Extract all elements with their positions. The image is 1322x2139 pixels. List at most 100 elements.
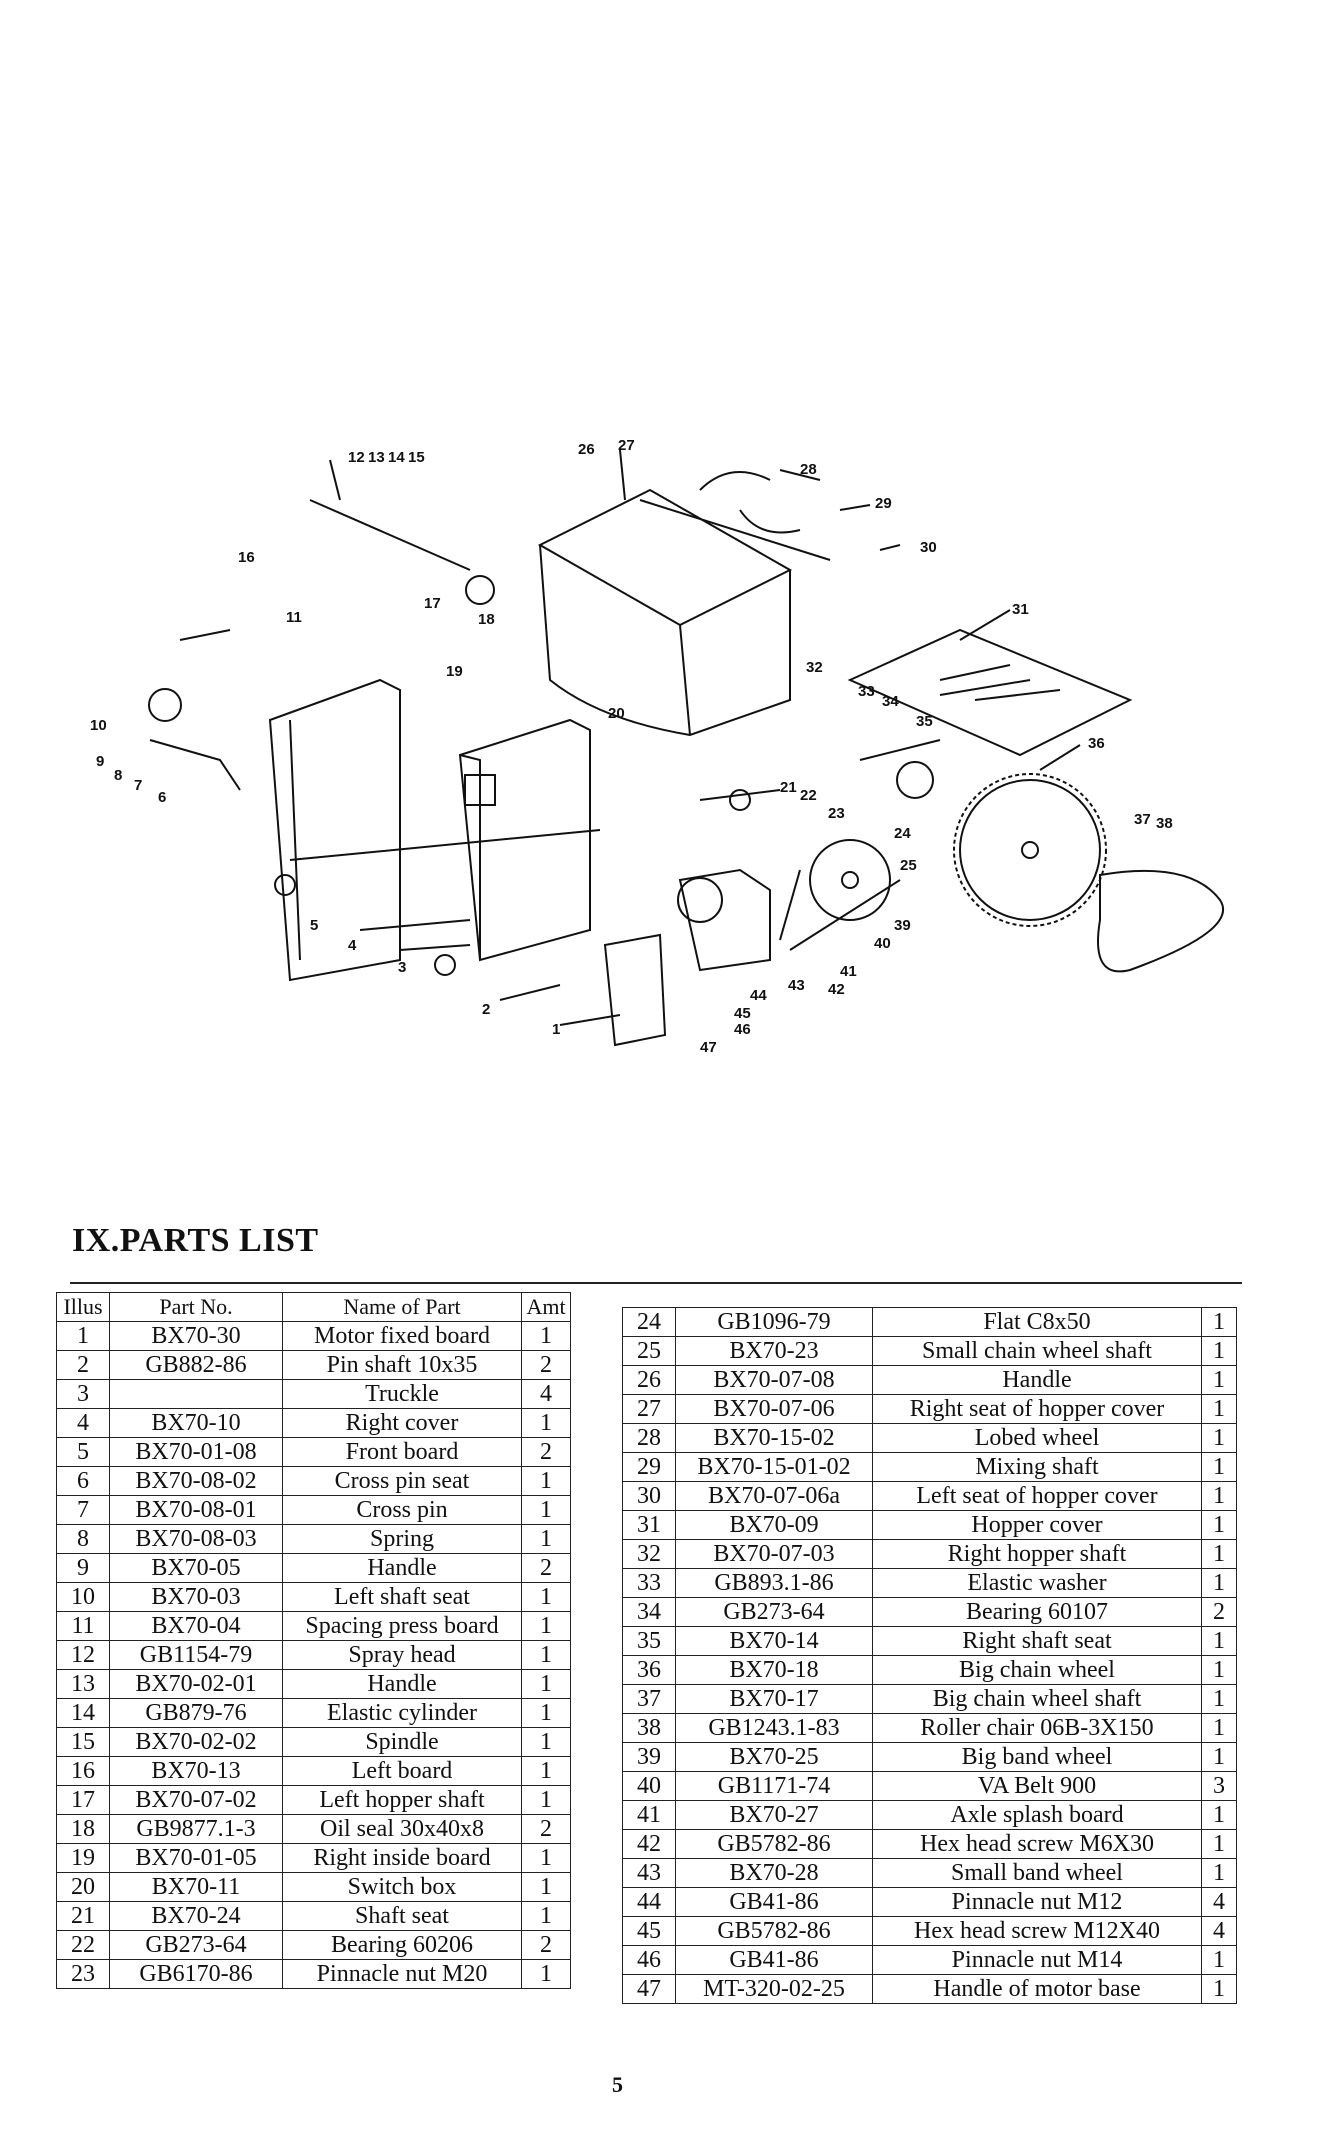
cell-amt: 1 <box>1201 1423 1237 1453</box>
cell-illus: 22 <box>56 1930 110 1960</box>
cell-illus: 16 <box>56 1756 110 1786</box>
cell-part-no: GB893.1-86 <box>675 1568 873 1598</box>
callout-38: 38 <box>1156 815 1173 832</box>
callout-34: 34 <box>882 693 899 710</box>
callout-36: 36 <box>1088 735 1105 752</box>
cell-amt: 1 <box>1201 1945 1237 1975</box>
cell-name: Elastic cylinder <box>282 1698 522 1728</box>
cell-illus: 33 <box>622 1568 676 1598</box>
cell-illus: 34 <box>622 1597 676 1627</box>
cell-part-no <box>109 1379 283 1409</box>
callout-31: 31 <box>1012 601 1029 618</box>
callout-15: 15 <box>408 449 425 466</box>
cell-part-no: BX70-08-02 <box>109 1466 283 1496</box>
callout-44: 44 <box>750 987 767 1004</box>
cell-illus: 12 <box>56 1640 110 1670</box>
cell-amt: 4 <box>521 1379 571 1409</box>
cell-part-no: GB1096-79 <box>675 1307 873 1337</box>
header-part-no: Part No. <box>109 1292 283 1322</box>
cell-amt: 2 <box>521 1814 571 1844</box>
cell-name: Handle <box>282 1669 522 1699</box>
cell-amt: 1 <box>521 1872 571 1902</box>
cell-name: Mixing shaft <box>872 1452 1202 1482</box>
callout-43: 43 <box>788 977 805 994</box>
cell-name: Big chain wheel shaft <box>872 1684 1202 1714</box>
cell-name: Right inside board <box>282 1843 522 1873</box>
cell-part-no: BX70-11 <box>109 1872 283 1902</box>
cell-name: Shaft seat <box>282 1901 522 1931</box>
callout-10: 10 <box>90 717 107 734</box>
cell-illus: 28 <box>622 1423 676 1453</box>
callout-30: 30 <box>920 539 937 556</box>
cell-name: Left seat of hopper cover <box>872 1481 1202 1511</box>
cell-name: Handle of motor base <box>872 1974 1202 2004</box>
cell-name: Flat C8x50 <box>872 1307 1202 1337</box>
callout-42: 42 <box>828 981 845 998</box>
callout-45: 45 <box>734 1005 751 1022</box>
cell-illus: 36 <box>622 1655 676 1685</box>
cell-part-no: GB1243.1-83 <box>675 1713 873 1743</box>
cell-amt: 2 <box>521 1437 571 1467</box>
cell-part-no: GB41-86 <box>675 1945 873 1975</box>
callout-16: 16 <box>238 549 255 566</box>
cell-name: Pinnacle nut M12 <box>872 1887 1202 1917</box>
cell-illus: 21 <box>56 1901 110 1931</box>
cell-illus: 42 <box>622 1829 676 1859</box>
callout-22: 22 <box>800 787 817 804</box>
cell-amt: 1 <box>521 1582 571 1612</box>
cell-amt: 4 <box>1201 1887 1237 1917</box>
callout-37: 37 <box>1134 811 1151 828</box>
cell-amt: 1 <box>521 1408 571 1438</box>
cell-illus: 37 <box>622 1684 676 1714</box>
cell-amt: 1 <box>521 1669 571 1699</box>
cell-name: Big chain wheel <box>872 1655 1202 1685</box>
cell-amt: 1 <box>521 1466 571 1496</box>
cell-name: Handle <box>282 1553 522 1583</box>
cell-name: Spring <box>282 1524 522 1554</box>
callout-24: 24 <box>894 825 911 842</box>
cell-illus: 18 <box>56 1814 110 1844</box>
cell-illus: 23 <box>56 1959 110 1989</box>
cell-illus: 13 <box>56 1669 110 1699</box>
cell-name: Left hopper shaft <box>282 1785 522 1815</box>
cell-part-no: GB6170-86 <box>109 1959 283 1989</box>
cell-name: Motor fixed board <box>282 1321 522 1351</box>
callout-47: 47 <box>700 1039 717 1056</box>
header-amt: Amt <box>521 1292 571 1322</box>
cell-amt: 1 <box>1201 1307 1237 1337</box>
cell-amt: 2 <box>521 1930 571 1960</box>
cell-illus: 20 <box>56 1872 110 1902</box>
cell-illus: 35 <box>622 1626 676 1656</box>
cell-part-no: BX70-30 <box>109 1321 283 1351</box>
cell-amt: 1 <box>521 1611 571 1641</box>
exploded-parts-diagram: 12 13 14 15 26 27 28 29 30 16 11 17 18 3… <box>90 437 1225 1056</box>
cell-name: Truckle <box>282 1379 522 1409</box>
callout-9: 9 <box>96 753 104 770</box>
callout-23: 23 <box>828 805 845 822</box>
cell-name: Axle splash board <box>872 1800 1202 1830</box>
cell-illus: 45 <box>622 1916 676 1946</box>
callout-25: 25 <box>900 857 917 874</box>
cell-part-no: BX70-07-06 <box>675 1394 873 1424</box>
cell-part-no: BX70-17 <box>675 1684 873 1714</box>
cell-name: Handle <box>872 1365 1202 1395</box>
cell-name: Elastic washer <box>872 1568 1202 1598</box>
cell-illus: 31 <box>622 1510 676 1540</box>
cell-part-no: BX70-01-08 <box>109 1437 283 1467</box>
cell-part-no: BX70-18 <box>675 1655 873 1685</box>
cell-amt: 1 <box>1201 1452 1237 1482</box>
cell-illus: 14 <box>56 1698 110 1728</box>
cell-part-no: BX70-24 <box>109 1901 283 1931</box>
